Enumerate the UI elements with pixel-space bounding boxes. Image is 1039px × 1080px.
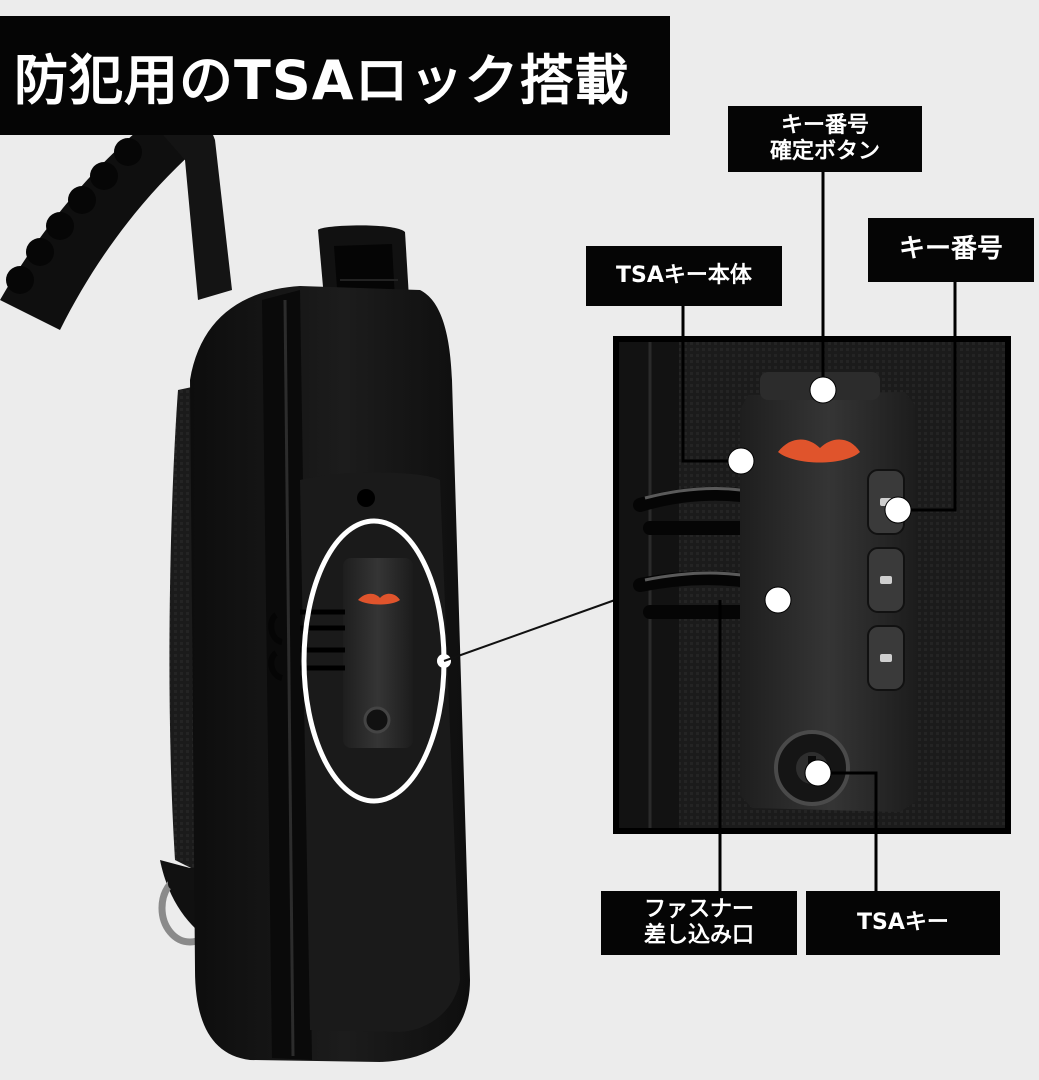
bag-lock-closeup [268,558,413,748]
label-tsa-key: TSAキー [806,891,1000,955]
page-title: 防犯用のTSAロック搭載 [0,16,670,135]
label-line: キー番号 [780,112,869,138]
zoom-connector-line [443,599,616,662]
shoulder-strap [0,109,232,330]
lock-zoom-inset [613,336,1011,834]
label-key-number: キー番号 [868,218,1034,282]
label-line: 確定ボタン [769,139,880,164]
label-tsa-key-body: TSAキー本体 [586,246,782,306]
label-line: ファスナー [643,896,754,922]
label-zipper-slot: ファスナー 差し込み口 [601,891,797,955]
callout-dots [727,376,912,787]
label-line: 差し込み口 [643,923,754,948]
label-key-number-confirm-button: キー番号 確定ボタン [728,106,922,172]
leader-lines [681,172,957,891]
